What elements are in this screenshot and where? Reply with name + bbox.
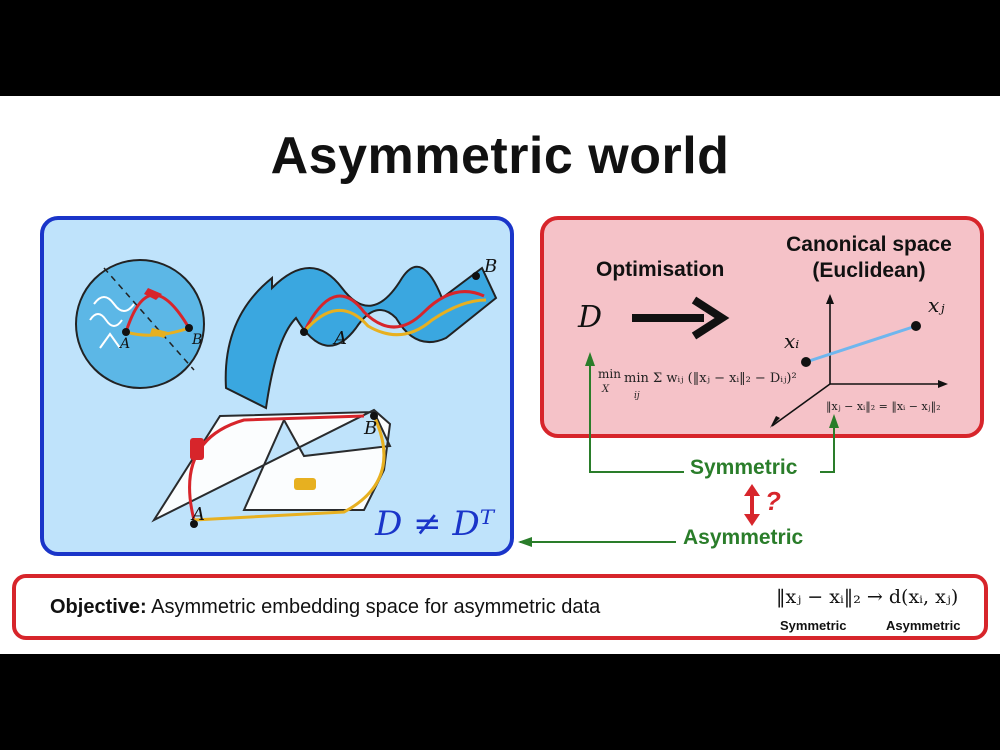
canonical-axes: xᵢ xⱼ min X min Σ wᵢⱼ (‖xⱼ − xᵢ‖₂ − Dᵢⱼ)… <box>598 293 948 428</box>
objective-symmetric-label: Symmetric <box>780 618 847 633</box>
slide-title: Asymmetric world <box>270 127 730 185</box>
canonical-space-panel: Optimisation Canonical space (Euclidean)… <box>540 216 984 438</box>
optimisation-formula: min Σ wᵢⱼ (‖xⱼ − xᵢ‖₂ − Dᵢⱼ)² <box>624 371 797 386</box>
label-xi: xᵢ <box>784 329 799 353</box>
canonical-space-title: Canonical space (Euclidean) <box>754 232 984 284</box>
optimisation-label: Optimisation <box>596 258 725 281</box>
formula-sub-x: X <box>601 384 610 395</box>
globe-label-a: A <box>118 336 130 352</box>
formula-min: min <box>598 367 621 381</box>
formula-sub-ij: ij <box>634 391 640 401</box>
globe-icon <box>75 259 205 389</box>
slide: Asymmetric world <box>0 96 1000 654</box>
objective-text: Objective: Asymmetric embedding space fo… <box>50 596 600 619</box>
canonical-title-line2: (Euclidean) <box>812 259 926 282</box>
river-label-b: B <box>483 256 497 277</box>
objective-panel: Objective: Asymmetric embedding space fo… <box>12 574 988 640</box>
symmetric-label: Symmetric <box>690 456 798 479</box>
globe-label-b: B <box>191 332 202 348</box>
distance-matrix-symbol: D <box>578 300 603 335</box>
river-icon <box>224 265 498 410</box>
point-xi <box>801 357 811 367</box>
canonical-title-line1: Canonical space <box>786 233 952 256</box>
objective-math: ‖xⱼ − xᵢ‖₂ → d(xᵢ, xⱼ) <box>776 586 959 608</box>
objective-asymmetric-label: Asymmetric <box>886 618 961 633</box>
examples-illustration: A B A B A B <box>75 256 498 528</box>
asymmetric-examples-panel: A B A B A B D ≠ Dᵀ <box>40 216 514 556</box>
road-label-b: B <box>363 418 377 439</box>
objective-prefix: Objective: <box>50 596 147 618</box>
road-label-a: A <box>190 504 205 525</box>
objective-description: Asymmetric embedding space for asymmetri… <box>146 596 601 618</box>
d-not-equal-d-transpose: D ≠ Dᵀ <box>375 504 494 544</box>
label-xj: xⱼ <box>928 293 945 317</box>
question-mark: ? <box>765 486 781 516</box>
norm-equation: ‖xⱼ − xᵢ‖₂ = ‖xᵢ − xⱼ‖₂ <box>826 400 941 414</box>
asymmetric-label: Asymmetric <box>683 526 804 549</box>
connector-arrows <box>518 352 839 547</box>
road-icon <box>151 408 392 528</box>
point-xj <box>911 321 921 331</box>
river-label-a: A <box>332 328 347 349</box>
